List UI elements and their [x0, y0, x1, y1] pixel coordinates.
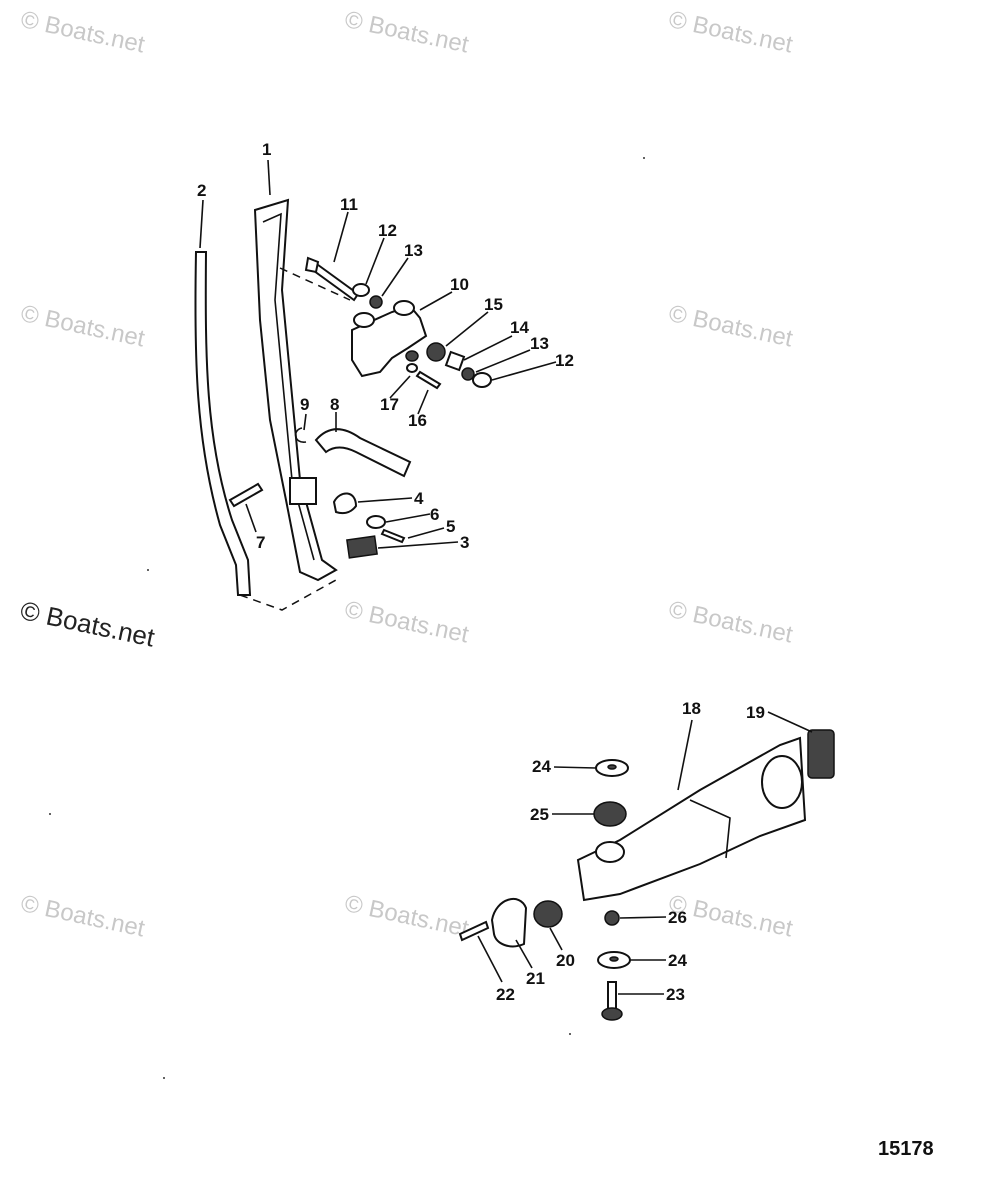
part-12-washer	[352, 283, 370, 297]
part-17-washer	[406, 363, 418, 373]
part-21-clamp	[490, 898, 528, 948]
callout-12: 12	[378, 221, 397, 240]
part-13-nut-lower	[461, 367, 475, 381]
part-8-hose	[314, 428, 412, 478]
part-12-washer-lower	[472, 372, 492, 388]
callout-7: 7	[256, 533, 265, 552]
part-1-boss	[289, 477, 317, 505]
part-20-grommet	[533, 900, 563, 928]
callout-6: 6	[430, 505, 439, 524]
part-2-rod	[194, 251, 252, 596]
part-18-boss	[595, 841, 625, 863]
callout-2: 2	[197, 181, 206, 200]
part-26-nut	[604, 910, 620, 926]
callout-19: 19	[746, 703, 765, 722]
callout-14: 14	[510, 318, 529, 337]
part-1-bracket	[253, 198, 338, 582]
callout-9: 9	[300, 395, 309, 414]
callout-3: 3	[460, 533, 469, 552]
callout-21: 21	[526, 969, 545, 988]
part-19-pad	[807, 729, 835, 779]
part-9-clip	[294, 427, 307, 443]
callout-5: 5	[446, 517, 455, 536]
callout-18: 18	[682, 699, 701, 718]
callout-4: 4	[414, 489, 424, 508]
part-15-bushing	[426, 342, 446, 362]
callout-1: 1	[262, 140, 271, 159]
callout-13: 13	[404, 241, 423, 260]
callout-23: 23	[666, 985, 685, 1004]
part-23-bolt-head	[601, 1007, 623, 1021]
part-18-bore	[761, 755, 803, 809]
figure-number: 15178	[878, 1138, 934, 1160]
part-11-bolt-head	[304, 256, 320, 274]
callout-11: 11	[340, 195, 358, 214]
part-3-block	[346, 535, 378, 559]
callout-16: 16	[408, 411, 427, 430]
part-6-washer	[366, 515, 386, 529]
part-18-housing	[576, 736, 807, 902]
callout-15: 15	[484, 295, 503, 314]
callout-22: 22	[496, 985, 515, 1004]
part-25-grommet	[593, 801, 627, 827]
part-1-inner	[262, 212, 315, 561]
part-16-screw	[415, 370, 442, 390]
part-4-clip	[332, 492, 358, 515]
callout-8: 8	[330, 395, 339, 414]
part-7-screw	[228, 482, 264, 508]
part-22-screw	[458, 920, 490, 942]
callout-10: 10	[450, 275, 469, 294]
callout-25: 25	[530, 805, 549, 824]
part-5-screw	[380, 528, 406, 544]
callout-26: 26	[668, 908, 687, 927]
part-13-nut	[369, 295, 383, 309]
alignment-line	[239, 579, 337, 611]
callout-12b: 12	[555, 351, 574, 370]
callout-13b: 13	[530, 334, 549, 353]
callout-20: 20	[556, 951, 575, 970]
part-14-spacer	[444, 350, 466, 372]
callout-24: 24	[532, 757, 551, 776]
callout-24b: 24	[668, 951, 687, 970]
callout-17: 17	[380, 395, 399, 414]
